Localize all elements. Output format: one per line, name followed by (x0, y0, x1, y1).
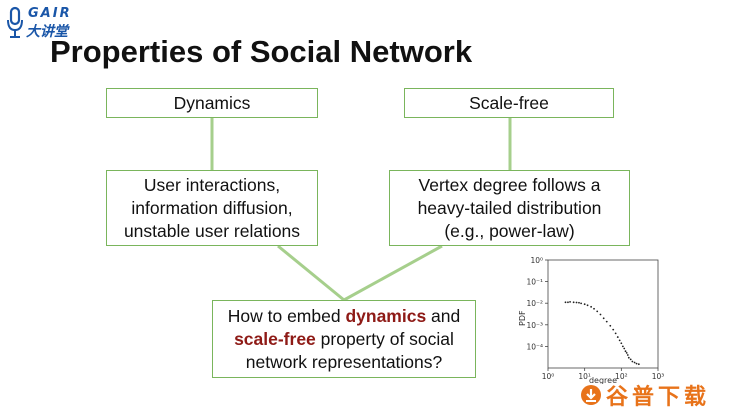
user-interactions-line-2: information diffusion, (131, 197, 293, 218)
download-icon (581, 385, 601, 405)
scale-free-label: Scale-free (469, 92, 549, 113)
plot-y-ticks: 10⁰ 10⁻¹ 10⁻² 10⁻³ 10⁻⁴ (526, 256, 548, 351)
y-tick-label: 10⁻² (526, 299, 543, 308)
microphone-icon (7, 6, 23, 38)
x-tick-label: 10⁰ (542, 372, 555, 381)
data-point (569, 300, 571, 303)
question-line-1-post: and (426, 305, 461, 326)
user-interactions-line-1: User interactions, (143, 174, 281, 195)
plot-frame (547, 259, 659, 369)
plot-ylabel: PDF (518, 310, 527, 326)
highlight-scale-free: scale-free (234, 328, 316, 349)
data-point (605, 320, 608, 323)
data-point (625, 352, 628, 354)
data-point (578, 301, 580, 304)
logo-text-bottom: 大讲堂 (26, 24, 68, 40)
question-box: How to embed dynamics and scale-free pro… (212, 300, 476, 378)
dynamics-label: Dynamics (173, 92, 251, 113)
data-point (596, 310, 599, 313)
data-point (621, 345, 624, 348)
x-tick-label: 10³ (652, 372, 665, 381)
y-tick-label: 10⁻¹ (526, 278, 543, 287)
data-point (564, 301, 567, 304)
data-point (623, 347, 626, 350)
connector-left-merge (277, 244, 345, 302)
vertex-degree-line-3: (e.g., power-law) (444, 220, 575, 241)
question-line-2: scale-free property of social (228, 328, 461, 351)
data-point (593, 307, 595, 310)
data-point (616, 336, 619, 338)
vertex-degree-line-2: heavy-tailed distribution (417, 197, 602, 218)
plot-xlabel: degree (589, 376, 617, 384)
question-line-1: How to embed dynamics and (228, 305, 461, 328)
data-point (614, 332, 617, 335)
data-point (627, 356, 630, 359)
vertex-degree-line-1: Vertex degree follows a (418, 174, 601, 195)
plot-points (564, 300, 640, 366)
slide-title: Properties of Social Network (50, 34, 473, 69)
data-point (637, 363, 640, 366)
question-line-3: network representations? (245, 351, 443, 372)
data-point (631, 360, 634, 363)
data-point (620, 342, 623, 345)
data-point (567, 301, 569, 304)
data-point (602, 317, 605, 320)
connector-right-merge (343, 244, 443, 302)
watermark-text: 谷普下载 (606, 385, 711, 410)
data-point (629, 358, 632, 361)
logo-text-top: GAIR (28, 6, 72, 21)
data-point (633, 361, 636, 364)
plot-svg: 10⁰ 10⁻¹ 10⁻² 10⁻³ 10⁻⁴ 10⁰ 10¹ 10² 10³ PDF deg… (518, 256, 665, 385)
highlight-dynamics: dynamics (345, 305, 427, 326)
data-point (635, 362, 638, 365)
dynamics-box: Dynamics (106, 88, 318, 118)
data-point (626, 354, 629, 356)
y-tick-label: 10⁻⁴ (526, 342, 543, 351)
plot-x-ticks: 10⁰ 10¹ 10² 10³ (542, 368, 665, 381)
data-point (599, 313, 602, 316)
scale-free-box: Scale-free (404, 88, 614, 118)
question-line-1-pre: How to embed (227, 305, 346, 326)
data-point (618, 339, 621, 342)
data-point (580, 302, 583, 305)
data-point (590, 305, 593, 308)
data-point (612, 328, 615, 331)
y-tick-label: 10⁰ (530, 256, 543, 265)
data-point (609, 324, 612, 327)
watermark: 谷普下载 (578, 378, 738, 410)
question-line-2-post: property of social (315, 328, 454, 349)
x-tick-label: 10² (615, 372, 628, 381)
user-interactions-box: User interactions, information diffusion… (106, 170, 318, 246)
data-point (583, 303, 586, 306)
data-point (624, 350, 627, 353)
degree-distribution-plot: 10⁰ 10⁻¹ 10⁻² 10⁻³ 10⁻⁴ 10⁰ 10¹ 10² 10³ PDF deg… (508, 250, 668, 385)
data-point (586, 304, 589, 307)
user-interactions-line-3: unstable user relations (123, 220, 301, 241)
vertex-degree-box: Vertex degree follows a heavy-tailed dis… (389, 170, 630, 246)
data-point (575, 301, 578, 304)
gair-logo: GAIR 大讲堂 (6, 4, 86, 42)
y-tick-label: 10⁻³ (526, 321, 543, 330)
data-point (572, 301, 575, 304)
x-tick-label: 10¹ (578, 372, 591, 381)
